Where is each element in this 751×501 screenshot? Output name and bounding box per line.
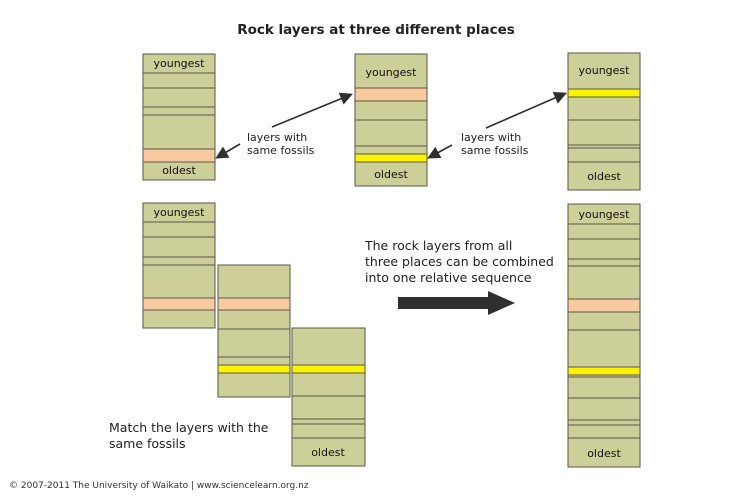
oldest-label: oldest — [162, 164, 196, 177]
same-fossils-note-line-2: same fossils — [247, 144, 315, 157]
match-layers-note: Match the layers with the same fossils — [109, 420, 269, 451]
same-fossils-note-2: layers with same fossils — [427, 91, 567, 159]
same-fossils-note-line-1: layers with — [247, 131, 307, 144]
combined-sequence-note: The rock layers from all three places ca… — [364, 238, 554, 315]
stepped-column-1: youngest — [142, 202, 216, 329]
youngest-label: youngest — [579, 208, 631, 221]
column-place-3: youngest oldest — [567, 52, 641, 191]
oldest-label: oldest — [587, 447, 621, 460]
right-arrow-icon — [398, 291, 515, 315]
combined-note-line-3: into one relative sequence — [365, 270, 532, 285]
column-place-1: youngest oldest — [142, 53, 216, 181]
yellow-fossil-layer — [567, 366, 641, 376]
combined-sequence-column: youngest oldest — [567, 203, 641, 468]
orange-fossil-layer — [217, 297, 291, 311]
orange-fossil-layer — [142, 297, 216, 311]
same-fossils-note-1: layers with same fossils — [215, 92, 353, 159]
same-fossils-note-line-1: layers with — [461, 131, 521, 144]
column-place-2: youngest oldest — [354, 53, 428, 187]
orange-fossil-layer — [567, 298, 641, 313]
oldest-label: oldest — [587, 170, 621, 183]
yellow-fossil-layer — [567, 88, 641, 98]
footer-credit: © 2007-2011 The University of Waikato | … — [9, 481, 309, 491]
orange-fossil-layer — [354, 87, 428, 102]
youngest-label: youngest — [154, 206, 206, 219]
oldest-label: oldest — [374, 168, 408, 181]
stepped-column-3: oldest — [291, 327, 366, 467]
oldest-label: oldest — [311, 446, 345, 459]
match-layers-line-1: Match the layers with the — [109, 420, 269, 435]
orange-fossil-layer — [142, 148, 216, 163]
youngest-label: youngest — [154, 57, 206, 70]
yellow-fossil-layer — [291, 364, 366, 374]
match-layers-line-2: same fossils — [109, 436, 186, 451]
combined-note-line-1: The rock layers from all — [364, 238, 512, 253]
stepped-column-2 — [217, 264, 291, 398]
youngest-label: youngest — [579, 64, 631, 77]
yellow-fossil-layer — [354, 153, 428, 163]
yellow-fossil-layer — [217, 364, 291, 374]
youngest-label: youngest — [366, 66, 418, 79]
same-fossils-note-line-2: same fossils — [461, 144, 529, 157]
diagram-title: Rock layers at three different places — [237, 22, 515, 38]
combined-note-line-2: three places can be combined — [365, 254, 554, 269]
